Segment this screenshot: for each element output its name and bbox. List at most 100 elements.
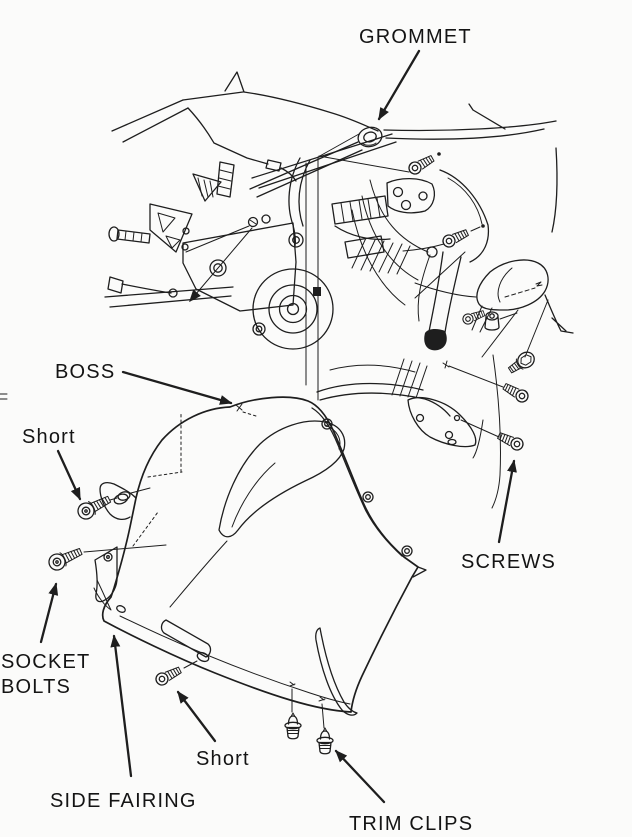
label-socket-bolts-line2: BOLTS — [1, 676, 71, 698]
well-nut-icon — [484, 311, 518, 331]
hatch-patch — [351, 237, 411, 275]
leader-line — [318, 155, 410, 173]
fairing-front-tab — [99, 482, 137, 521]
grommet-inner-ring — [363, 131, 377, 143]
cover-hole — [418, 191, 428, 201]
turn-signal-crease — [497, 267, 513, 303]
linkage-hatch — [197, 177, 214, 198]
linkage-plate — [192, 173, 222, 202]
internal-pointer-arrow — [189, 227, 253, 303]
hidden-edge-dotted — [132, 411, 183, 547]
engine-lower-block — [344, 235, 385, 259]
fairing-bottom-slot — [160, 619, 212, 658]
cable-harness — [351, 179, 438, 322]
small-screw-head — [247, 216, 259, 228]
lower-frame-tube — [104, 286, 234, 308]
fairing-tip-tab — [412, 566, 427, 578]
bodywork-tab — [265, 159, 282, 172]
label-short-lower: Short — [196, 748, 250, 770]
tail-bodywork — [111, 71, 397, 189]
footpeg-ribs — [124, 230, 143, 243]
frame-downtube-2 — [298, 159, 311, 227]
cylinder-fins — [340, 197, 381, 223]
case-hole — [447, 438, 457, 446]
leader-line — [83, 544, 167, 553]
hex-socket-bolt-icon — [505, 348, 538, 378]
leader-arrow-grommet — [377, 49, 421, 121]
shift-pedal — [107, 276, 124, 294]
leader-line — [183, 660, 198, 669]
stay-hole — [103, 552, 113, 562]
panel-construction-line — [317, 133, 360, 401]
clip-stem-line — [289, 681, 296, 713]
cover-bolt-ring-inner — [255, 325, 263, 333]
cover-hole — [400, 199, 412, 211]
seat-edge-lines — [111, 99, 189, 143]
fairing-outline — [101, 396, 419, 713]
fasteners — [45, 152, 538, 755]
fairing-boss-hole-inner — [365, 494, 371, 500]
exhaust-lower — [316, 237, 502, 509]
socket-bolt-icon-long — [45, 543, 85, 574]
hanger-bolt — [182, 227, 190, 235]
label-trim-clips: TRIM CLIPS — [349, 813, 473, 835]
leader-line — [448, 365, 504, 388]
screw-icon-mid — [440, 226, 471, 250]
engine-pulley-mid — [278, 294, 308, 324]
fairing-boss-hole-inner — [404, 548, 410, 554]
stay-blade — [93, 579, 112, 611]
trim-clip-group — [284, 681, 334, 755]
rear-cowl-edge — [544, 294, 574, 334]
hanger-bolt — [181, 243, 189, 251]
engine-pulley — [268, 284, 318, 334]
screw-icon-right-1 — [500, 380, 531, 405]
turn-signal-axis — [504, 287, 536, 298]
frame-bolt-dark — [313, 287, 321, 296]
engine-pulley-hub — [286, 302, 300, 316]
frame-boss-ring — [209, 259, 227, 277]
cable — [417, 254, 431, 322]
cowl-peak — [224, 71, 245, 93]
valve-cover — [386, 177, 436, 214]
clip-stem-line — [318, 696, 326, 729]
shock-coils — [217, 169, 233, 190]
crankcase-cover — [407, 397, 477, 448]
leader-line — [130, 487, 151, 494]
footpeg-hanger-group — [104, 161, 235, 308]
engine-cover-outer — [252, 268, 334, 350]
callouts: GROMMET BOSS Short SOCKET BOLTS SIDE FAI… — [1, 26, 556, 835]
fairing-edge-strip — [311, 407, 403, 557]
fairing-small-hole — [116, 605, 126, 613]
stay-outline — [94, 546, 118, 603]
target-cross — [442, 360, 450, 369]
boss-target-mark — [242, 411, 257, 417]
cover-hole — [392, 186, 404, 198]
panel-curve — [491, 354, 502, 509]
small-washer — [261, 214, 271, 224]
leader-line — [185, 225, 250, 253]
engine-center — [288, 157, 436, 296]
detail-line — [414, 251, 477, 299]
cylinder-block — [331, 195, 389, 225]
leader-line — [402, 226, 481, 252]
leader-line — [109, 497, 118, 501]
trim-clip-icon-1 — [284, 712, 302, 740]
fairing-stay-bracket — [83, 544, 167, 611]
engine-left-side — [182, 214, 334, 350]
label-grommet: GROMMET — [359, 26, 472, 48]
detail-line — [334, 225, 391, 241]
leader-arrow-boss — [121, 370, 233, 405]
label-screws: SCREWS — [461, 551, 556, 573]
front-tab-outline — [99, 482, 137, 521]
signal-stay-lines — [481, 299, 549, 358]
frame-boss-ring-inner — [213, 263, 223, 273]
engine-mount-ring — [288, 232, 304, 248]
bolt-hole-oval — [117, 491, 131, 501]
hanger-cutouts — [157, 212, 181, 249]
cowl-sweep — [243, 91, 379, 132]
fairing-crease — [169, 540, 228, 608]
tank-sweep-upper — [383, 120, 557, 132]
label-short-upper: Short — [22, 426, 76, 448]
tail-edge — [551, 147, 558, 233]
